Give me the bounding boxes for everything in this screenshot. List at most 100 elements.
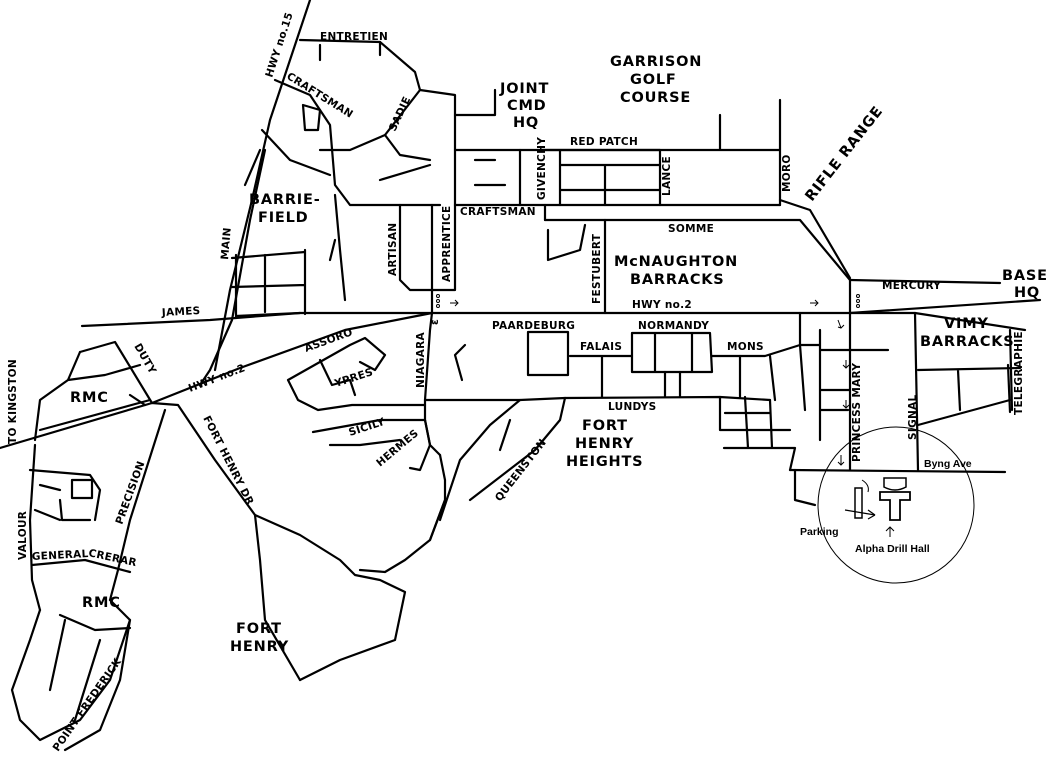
rmc-north-label: RMC [70,390,109,406]
roads [0,0,1042,752]
barriefield-loop [260,128,347,302]
valour-label: VALOUR [17,511,29,560]
signal-road [913,311,920,472]
barriefield-grid [230,248,307,320]
hermes-road [408,418,432,472]
artisan-road [398,203,457,292]
byng-ave-label: Byng Ave [924,458,972,470]
rmc-north-inner [38,398,152,432]
entretien-branch [318,40,382,62]
duty-road [78,340,154,405]
entretien-label: ENTRETIEN [320,31,388,43]
craftsman-oval [301,103,322,132]
garrison-golf-line1: GARRISON [610,54,702,70]
sadie-road [318,88,457,207]
rmc-south-grid [28,468,102,522]
route-arrow-east-1 [450,299,459,307]
garrison-golf-line2: GOLF [630,72,677,88]
paardeburg-block [526,330,570,377]
route-arrow-east-2 [810,299,819,307]
fort-henry-loop [253,513,407,682]
falais-road [568,354,634,399]
drill-hall-arrow [885,526,895,537]
hwy15-road [213,0,312,372]
drill-hall-circle-drive [883,477,907,491]
somme-upper [778,198,852,280]
garrison-golf-line3: COURSE [620,90,691,106]
parking-arrowhead [867,509,876,520]
joint-cmd-hq-line2: CMD [507,98,547,114]
point-frederick-road [63,618,132,752]
barriefield-line2: FIELD [258,210,308,226]
rmc-south-label: RMC [82,595,121,611]
red-patch-side [473,148,522,207]
niagara-branch [453,343,467,382]
route-arrow-down-3 [842,400,850,409]
mcnaughton-road [543,203,587,262]
assoro-road [286,336,427,412]
festubert-label: FESTUBERT [591,233,603,304]
main-label: MAIN [219,227,234,260]
somme-road [543,218,852,315]
parking-lot [854,487,863,519]
base-hq-line2: HQ [1014,285,1040,301]
assoro-label: ASSORO [303,326,355,355]
niagara-label: NIAGARA [415,332,427,388]
moro-label: MORO [781,154,793,192]
craftsman-nw-road [273,78,442,207]
givenchy-label: GIVENCHY [536,137,548,200]
sadie-label: SADIE [387,95,414,134]
mcnaughton-line2: BARRACKS [630,272,725,288]
lance-label: LANCE [661,156,673,196]
route-arrow-down-4 [837,455,845,466]
hwy2-east-label: HWY no.2 [632,299,692,311]
telegraphie-label: TELEGRAPHIE [1013,331,1025,415]
crerar-label: CRERAR [87,547,137,569]
mercury-label: MERCURY [882,280,941,292]
route-arrows [450,299,869,493]
entretien-road [298,38,422,92]
mons-label: MONS [727,341,764,353]
route-marker-icon: ε [429,319,441,325]
lundys-road [423,395,772,402]
route-arrow-down-2 [842,360,850,369]
base-hq-line1: BASE [1002,268,1048,284]
joint-cmd-hq-line1: JOINT [499,81,549,97]
mcn-south-grid [798,328,890,442]
somme-label: SOMME [668,223,714,235]
joint-cmd-hq-line3: HQ [513,115,539,131]
hwy2-west-label: HWY no.2 [187,362,247,395]
mercury-road [848,278,1002,285]
annotations: Parking Alpha Drill Hall [800,526,930,555]
princess-mary-label: PRINCESS MARY [851,363,863,462]
vimy-grid [916,363,1022,427]
byng-ave-drive [793,468,817,507]
barriefield-line1: BARRIE- [249,192,321,208]
vimy-north [848,311,1027,332]
fort-henry-line2: HENRY [230,639,289,655]
rmc-south-peninsula [10,598,132,742]
traffic-light-icon [436,294,440,308]
normandy-block [630,331,714,374]
general-label: GENERAL [32,548,89,563]
ypres-label: YPRES [332,366,374,390]
vimy-east-grid [718,395,797,472]
traffic-light-icon [856,294,860,308]
sadie-branch [378,133,432,182]
drill-hall-site [817,426,975,584]
red-patch-road [538,98,782,207]
site-circle [817,426,975,584]
signal-label: SIGNAL [907,394,919,440]
paardeburg-label: PAARDEBURG [492,320,575,332]
normandy-label: NORMANDY [638,320,709,332]
drill-hall-building [879,491,911,521]
vimy-barracks-line1: VIMY [944,316,989,332]
artisan-label: ARTISAN [387,223,399,276]
vimy-barracks-line2: BARRACKS [920,334,1015,350]
rmc-north-road [33,350,147,442]
james-road [80,311,434,328]
valour-road [28,443,42,612]
mons-road [710,311,802,358]
